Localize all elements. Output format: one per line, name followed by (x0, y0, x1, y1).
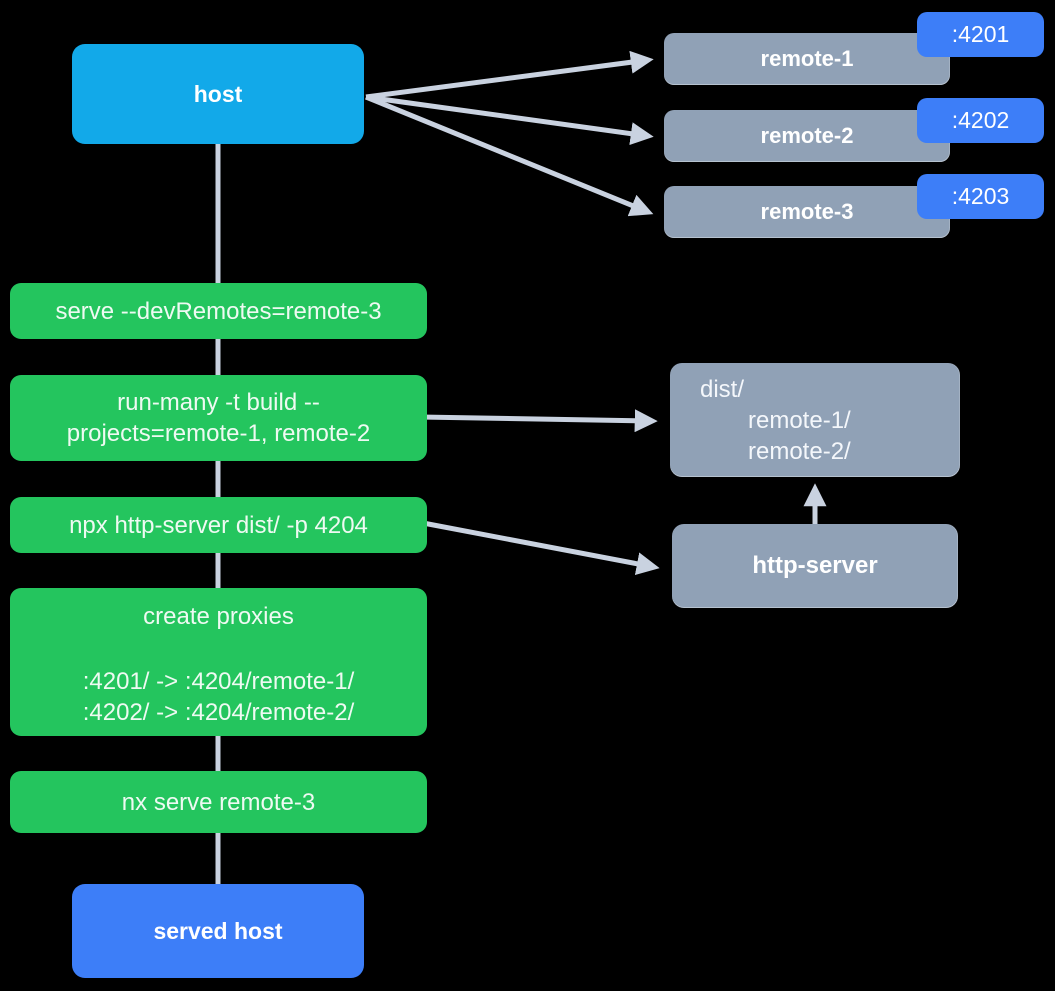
proxy-mapping-2: :4202/ -> :4204/remote-2/ (82, 699, 355, 726)
command-create-proxies: create proxies :4201/ -> :4204/remote-1/… (10, 588, 427, 736)
remote-3-label: remote-3 (760, 199, 854, 224)
command-serve-devremotes: serve --devRemotes=remote-3 (10, 283, 427, 339)
remote-3-port-badge: :4203 (917, 174, 1044, 219)
host-node: host (72, 44, 364, 144)
connector-host-remote-2 (365, 94, 654, 146)
command-run-many-build: run-many -t build -- projects=remote-1, … (10, 375, 427, 461)
remote-1-port-badge: :4201 (917, 12, 1044, 57)
host-label: host (193, 80, 243, 107)
remote-1-label: remote-1 (760, 46, 854, 71)
remote-1-node: remote-1 (664, 33, 950, 85)
remote-2-node: remote-2 (664, 110, 950, 162)
proxy-mapping-1: :4201/ -> :4204/remote-1/ (82, 668, 355, 695)
command-nx-serve-remote-3-label: nx serve remote-3 (121, 788, 316, 816)
connector-host-remote-3 (365, 94, 654, 217)
connector-npx-httpserver (422, 520, 660, 576)
connector-build-dist (419, 409, 658, 433)
create-proxies-title: create proxies (143, 603, 294, 630)
command-npx-http-server: npx http-server dist/ -p 4204 (10, 497, 427, 553)
dist-root-label: dist/ (700, 375, 745, 403)
remote-2-port: :4202 (951, 107, 1010, 133)
command-npx-http-server-label: npx http-server dist/ -p 4204 (69, 511, 368, 539)
served-host-node: served host (72, 884, 364, 978)
remote-2-label: remote-2 (760, 123, 854, 148)
remote-3-node: remote-3 (664, 186, 950, 238)
connector-host-remote-1 (365, 50, 654, 100)
command-run-many-line2: projects=remote-1, remote-2 (66, 420, 371, 447)
remote-2-port-badge: :4202 (917, 98, 1044, 143)
command-serve-devremotes-label: serve --devRemotes=remote-3 (55, 297, 382, 325)
http-server-label: http-server (752, 552, 878, 579)
served-host-label: served host (153, 917, 283, 944)
command-run-many-line1: run-many -t build -- (117, 389, 320, 416)
command-nx-serve-remote-3: nx serve remote-3 (10, 771, 427, 833)
dist-folder-node: dist/ remote-1/ remote-2/ (670, 363, 960, 477)
dist-entry-remote-2: remote-2/ (748, 437, 851, 465)
remote-3-port: :4203 (951, 183, 1010, 209)
remote-1-port: :4201 (951, 21, 1010, 47)
dist-entry-remote-1: remote-1/ (748, 406, 851, 434)
http-server-node: http-server (672, 524, 958, 608)
